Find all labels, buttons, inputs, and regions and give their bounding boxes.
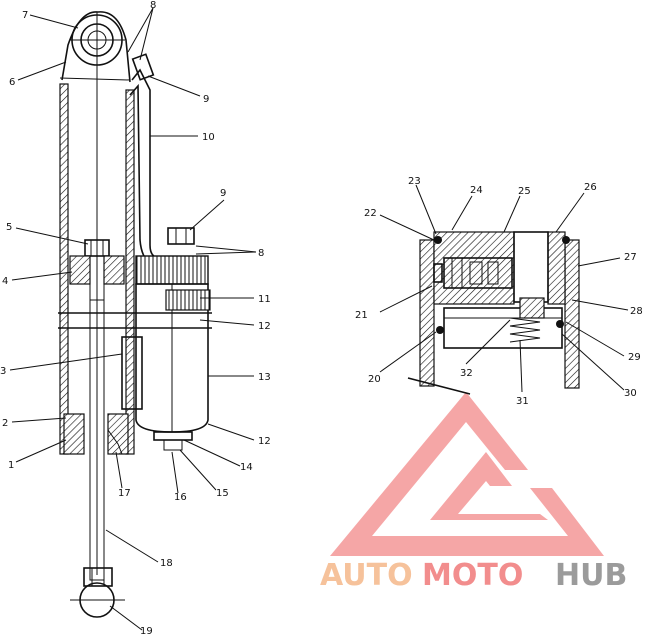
body-left-wall (59, 83, 69, 455)
o-ring-26 (562, 236, 570, 244)
adjuster-knob (165, 289, 211, 311)
watermark-text-moto: MOTO (422, 558, 523, 593)
watermark-text-auto: AUTO (320, 558, 413, 593)
seal-right (107, 413, 129, 455)
callout-29: 29 (628, 352, 641, 363)
top-eyelet (59, 11, 131, 83)
o-ring-20 (436, 326, 444, 334)
callout-5: 5 (6, 222, 12, 233)
callout-17: 17 (118, 488, 131, 499)
callout-26: 26 (584, 182, 597, 193)
callout-18: 18 (160, 558, 173, 569)
callout-1: 1 (8, 460, 14, 471)
callout-28: 28 (630, 306, 643, 317)
piston-right (103, 255, 125, 285)
spring (509, 317, 541, 343)
callout-9b: 9 (220, 188, 226, 199)
callout-9: 9 (203, 94, 209, 105)
bump-stop (121, 336, 143, 410)
callout-10: 10 (202, 132, 215, 143)
callout-25: 25 (518, 186, 531, 197)
section-detail (407, 231, 580, 395)
callout-16: 16 (174, 492, 187, 503)
callout-12b: 12 (258, 436, 271, 447)
callout-32: 32 (460, 368, 473, 379)
lower-rod-end (83, 567, 113, 587)
callout-24: 24 (470, 185, 483, 196)
section-arrow (407, 377, 471, 395)
reservoir-end-cap (153, 431, 193, 441)
callout-27: 27 (624, 252, 637, 263)
callout-11: 11 (258, 294, 271, 305)
detail-bore (513, 231, 549, 303)
body-right-wall (125, 89, 135, 455)
callout-6: 6 (9, 77, 15, 88)
callout-15: 15 (216, 488, 229, 499)
callout-12: 12 (258, 321, 271, 332)
watermark-text-hub: HUB (555, 558, 627, 593)
watermark-triangle (330, 392, 604, 556)
callout-4: 4 (2, 276, 8, 287)
callout-19: 19 (140, 626, 153, 636)
shock-assembly (58, 11, 212, 618)
callout-8: 8 (150, 0, 156, 11)
hose-outer (131, 68, 161, 259)
reservoir-cap (135, 255, 209, 285)
callout-8b: 8 (258, 248, 264, 259)
valve-block (443, 257, 513, 289)
callout-7: 7 (22, 10, 28, 21)
hose-fitting-bottom (167, 227, 195, 245)
callout-22: 22 (364, 208, 377, 219)
hose-fitting-top (131, 53, 155, 81)
leader-lines (9, 7, 629, 631)
callout-21: 21 (355, 310, 368, 321)
detail-left-wall (419, 239, 435, 387)
schrader-valve (163, 439, 183, 451)
callout-14: 14 (240, 462, 253, 473)
callout-31: 31 (516, 396, 529, 407)
callout-3: 3 (0, 366, 6, 377)
watermark-logo: AUTO MOTO HUB (320, 392, 627, 593)
piston-left (69, 255, 91, 285)
callout-20: 20 (368, 374, 381, 385)
seal-left (63, 413, 85, 455)
o-ring-23 (434, 236, 442, 244)
callout-23: 23 (408, 176, 421, 187)
floating-piston (443, 307, 563, 349)
watermark-triangle-inner (430, 452, 548, 520)
callout-2: 2 (2, 418, 8, 429)
detail-right-wall (564, 239, 580, 389)
detail-cap (433, 231, 515, 305)
callout-13: 13 (258, 372, 271, 383)
callout-30: 30 (624, 388, 637, 399)
